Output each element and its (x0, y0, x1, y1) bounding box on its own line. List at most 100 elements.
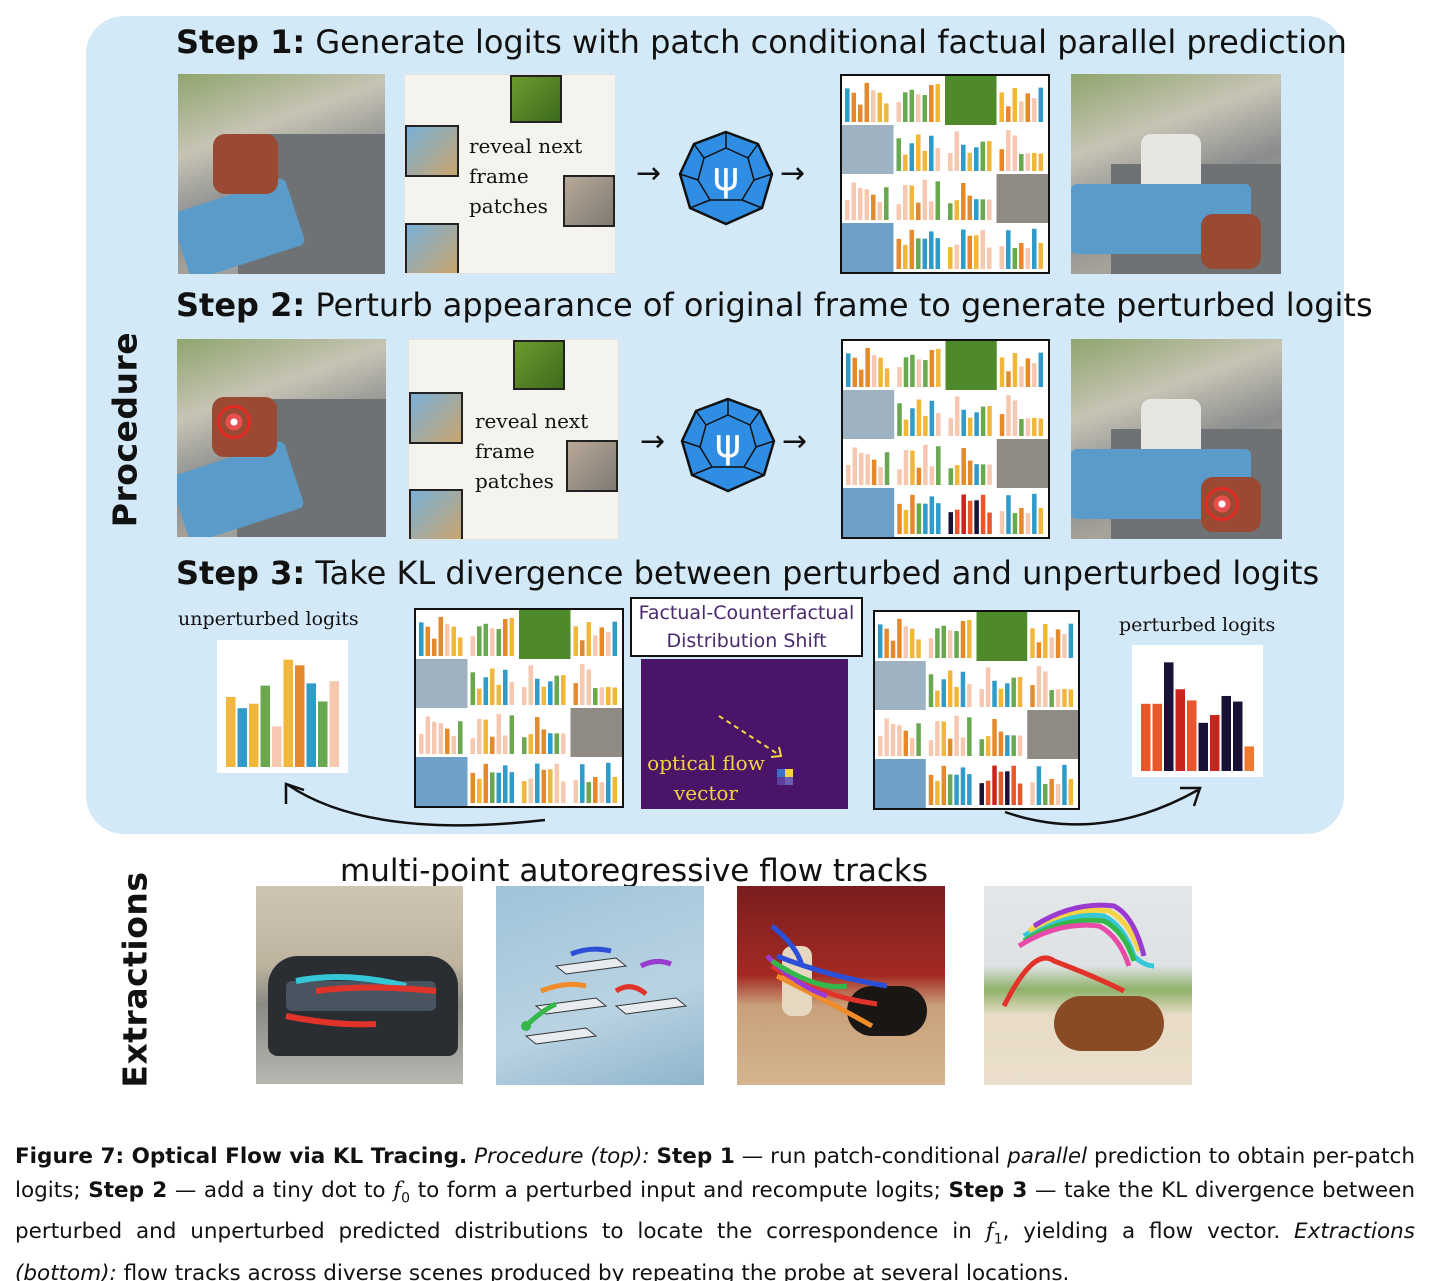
logit-bar (554, 675, 560, 705)
logit-bar (954, 631, 959, 658)
logit-bar (1038, 153, 1044, 171)
logit-bar (884, 103, 889, 122)
logit-bar (445, 624, 450, 656)
logit-bar (1030, 782, 1035, 805)
image-patch (570, 708, 622, 757)
logit-bar (1012, 513, 1018, 534)
logit-bar (599, 782, 605, 803)
logit-bar (1198, 722, 1208, 771)
logit-bar (948, 512, 954, 534)
logit-bar (852, 447, 857, 485)
logit-bar (260, 685, 270, 767)
logit-bar (960, 621, 966, 658)
logit-bar (923, 360, 928, 387)
logit-bar (947, 630, 953, 658)
logit-bar (967, 195, 973, 220)
logit-bar (1244, 746, 1254, 771)
logit-bar (1038, 87, 1044, 122)
patch (510, 75, 562, 123)
logit-bar (1012, 248, 1018, 269)
image-patch (996, 439, 1048, 488)
logit-bar (586, 782, 592, 803)
logit-bar (929, 350, 935, 387)
logit-bar (593, 777, 598, 803)
logit-bar (903, 244, 908, 269)
logit-bar (1025, 358, 1031, 387)
logit-bar (541, 686, 547, 705)
logit-bar (909, 185, 915, 220)
patch (405, 223, 459, 273)
logit-bar (496, 684, 502, 705)
logit-bar (910, 354, 915, 387)
logit-bar (528, 665, 534, 705)
logit-bar (593, 635, 598, 656)
logit-bar (580, 764, 585, 803)
logit-bar (954, 715, 959, 756)
patch (566, 440, 618, 492)
logit-bar (954, 686, 959, 707)
logit-bar (916, 399, 922, 436)
logit-bar (851, 92, 857, 122)
logit-bar (954, 131, 960, 171)
step2-title: Step 2: Perturb appearance of original f… (176, 286, 1373, 324)
logit-bar (554, 763, 560, 803)
svg-text:ψ: ψ (715, 421, 741, 467)
logit-bar (865, 454, 870, 485)
logit-bar (999, 246, 1005, 269)
logit-bar (929, 135, 934, 171)
logit-bar (1006, 130, 1011, 171)
patch (409, 392, 463, 444)
logit-bar (864, 82, 870, 122)
logit-bar (884, 452, 890, 485)
logit-bar (916, 134, 921, 171)
logit-bar (599, 627, 605, 656)
logit-bar (1006, 230, 1011, 269)
logit-bar (941, 721, 947, 756)
logit-bar (451, 736, 457, 754)
logit-bar (998, 731, 1004, 756)
logit-bar (509, 715, 515, 754)
arrow: → (640, 424, 666, 459)
logit-bar (483, 623, 489, 656)
tracks-title: multi-point autoregressive flow tracks (340, 853, 928, 889)
logit-bar (992, 680, 997, 707)
logit-bar (916, 238, 921, 269)
logit-bar (425, 716, 431, 754)
logit-bar (1036, 666, 1042, 707)
logit-bar (923, 503, 928, 534)
logit-bar (503, 765, 508, 803)
logit-bar (329, 681, 339, 767)
logit-bar (947, 670, 953, 707)
perturbation-dot (1205, 487, 1239, 521)
logit-bar (1049, 779, 1054, 805)
logit-bar (998, 688, 1004, 707)
image-patch (842, 223, 894, 272)
logit-bar (936, 446, 941, 485)
logit-bar (1055, 784, 1061, 805)
logit-bar (612, 776, 618, 803)
patch (409, 489, 463, 539)
logit-bar (470, 672, 476, 705)
logit-bar (1019, 508, 1024, 534)
logit-bar (573, 626, 579, 656)
logit-bar (909, 143, 915, 171)
logit-bar (987, 247, 992, 269)
logit-bar (1043, 671, 1048, 707)
logit-bar (1043, 624, 1048, 658)
logit-bar (967, 717, 972, 756)
logit-bar (1141, 703, 1151, 771)
logit-bar (909, 738, 915, 756)
logit-bar (1019, 243, 1024, 269)
logit-bar (1032, 493, 1037, 534)
step1-target-frame (1071, 74, 1281, 274)
logit-bar (1055, 629, 1061, 658)
logit-bar (606, 632, 611, 656)
logit-bar (1032, 152, 1037, 171)
logit-bar (903, 730, 909, 756)
patch (563, 175, 615, 227)
image-patch (945, 341, 997, 390)
logit-bar (1049, 690, 1054, 707)
step2-logit-grid (841, 339, 1050, 539)
logit-bar (1032, 363, 1037, 387)
